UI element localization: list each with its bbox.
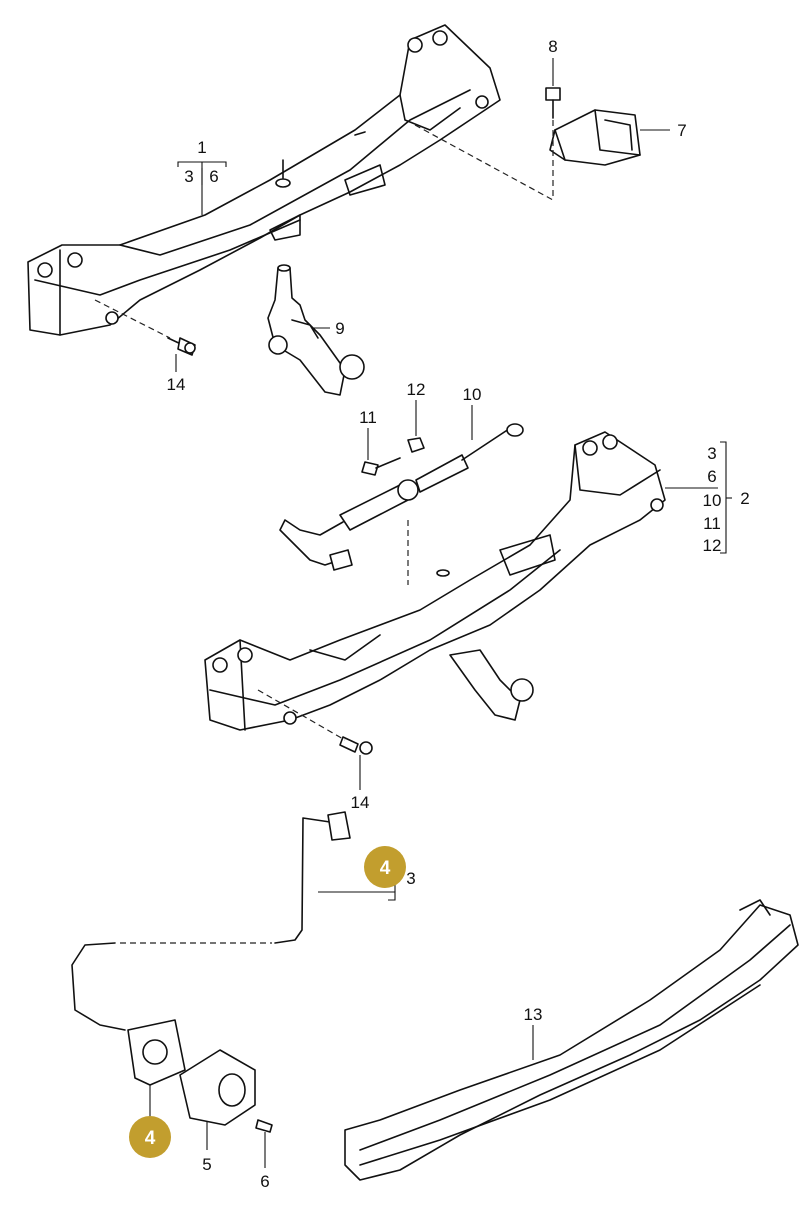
badge-4-top[interactable]: 4 <box>364 846 406 888</box>
nut-12 <box>407 437 425 453</box>
callout-1: 1 <box>197 138 206 157</box>
callout-1-sub-6: 6 <box>209 167 218 186</box>
callout-2-item-10: 10 <box>703 491 722 510</box>
callout-14-top: 14 <box>167 375 186 394</box>
callout-12: 12 <box>407 380 426 399</box>
callout-9: 9 <box>335 319 344 338</box>
bolt-top-14 <box>167 337 196 356</box>
leader-3 <box>318 891 396 901</box>
bracket-1 <box>177 161 227 167</box>
callout-14-bottom: 14 <box>351 793 370 812</box>
bolt-11 <box>361 457 401 476</box>
badge-4-bottom-circle <box>129 1116 171 1158</box>
bolt-bottom-14 <box>339 736 373 755</box>
callout-2: 2 <box>740 489 749 508</box>
socket-flange <box>127 1019 186 1086</box>
bracket-7 <box>549 109 641 166</box>
callout-2-item-12: 12 <box>703 536 722 555</box>
badge-4-bottom[interactable]: 4 <box>129 1116 171 1158</box>
bumper-reinforcement <box>344 899 799 1181</box>
callout-2-item-3: 3 <box>707 444 716 463</box>
callout-2-item-11: 11 <box>703 514 721 533</box>
callout-5: 5 <box>202 1155 211 1174</box>
wiring-harness <box>71 811 351 1031</box>
callout-11: 11 <box>359 408 377 427</box>
callout-13: 13 <box>524 1005 543 1024</box>
crossmember-bottom <box>204 431 666 731</box>
callout-7: 7 <box>677 121 686 140</box>
crossmember-top <box>27 24 501 336</box>
callout-10: 10 <box>463 385 482 404</box>
badge-4-bottom-label: 4 <box>145 1128 156 1149</box>
badge-4-top-circle <box>364 846 406 888</box>
badge-4-top-label: 4 <box>380 858 391 879</box>
callout-2-item-6: 6 <box>707 467 716 486</box>
socket-housing <box>179 1049 256 1126</box>
bolt-8 <box>545 87 561 119</box>
tow-ball-fixed <box>449 649 534 721</box>
callout-3: 3 <box>406 869 415 888</box>
tow-ball-removable <box>267 264 365 396</box>
screw-6 <box>255 1119 273 1133</box>
actuator-10 <box>279 423 524 571</box>
callout-6: 6 <box>260 1172 269 1191</box>
callout-8: 8 <box>548 37 557 56</box>
callout-1-sub-3: 3 <box>184 167 193 186</box>
